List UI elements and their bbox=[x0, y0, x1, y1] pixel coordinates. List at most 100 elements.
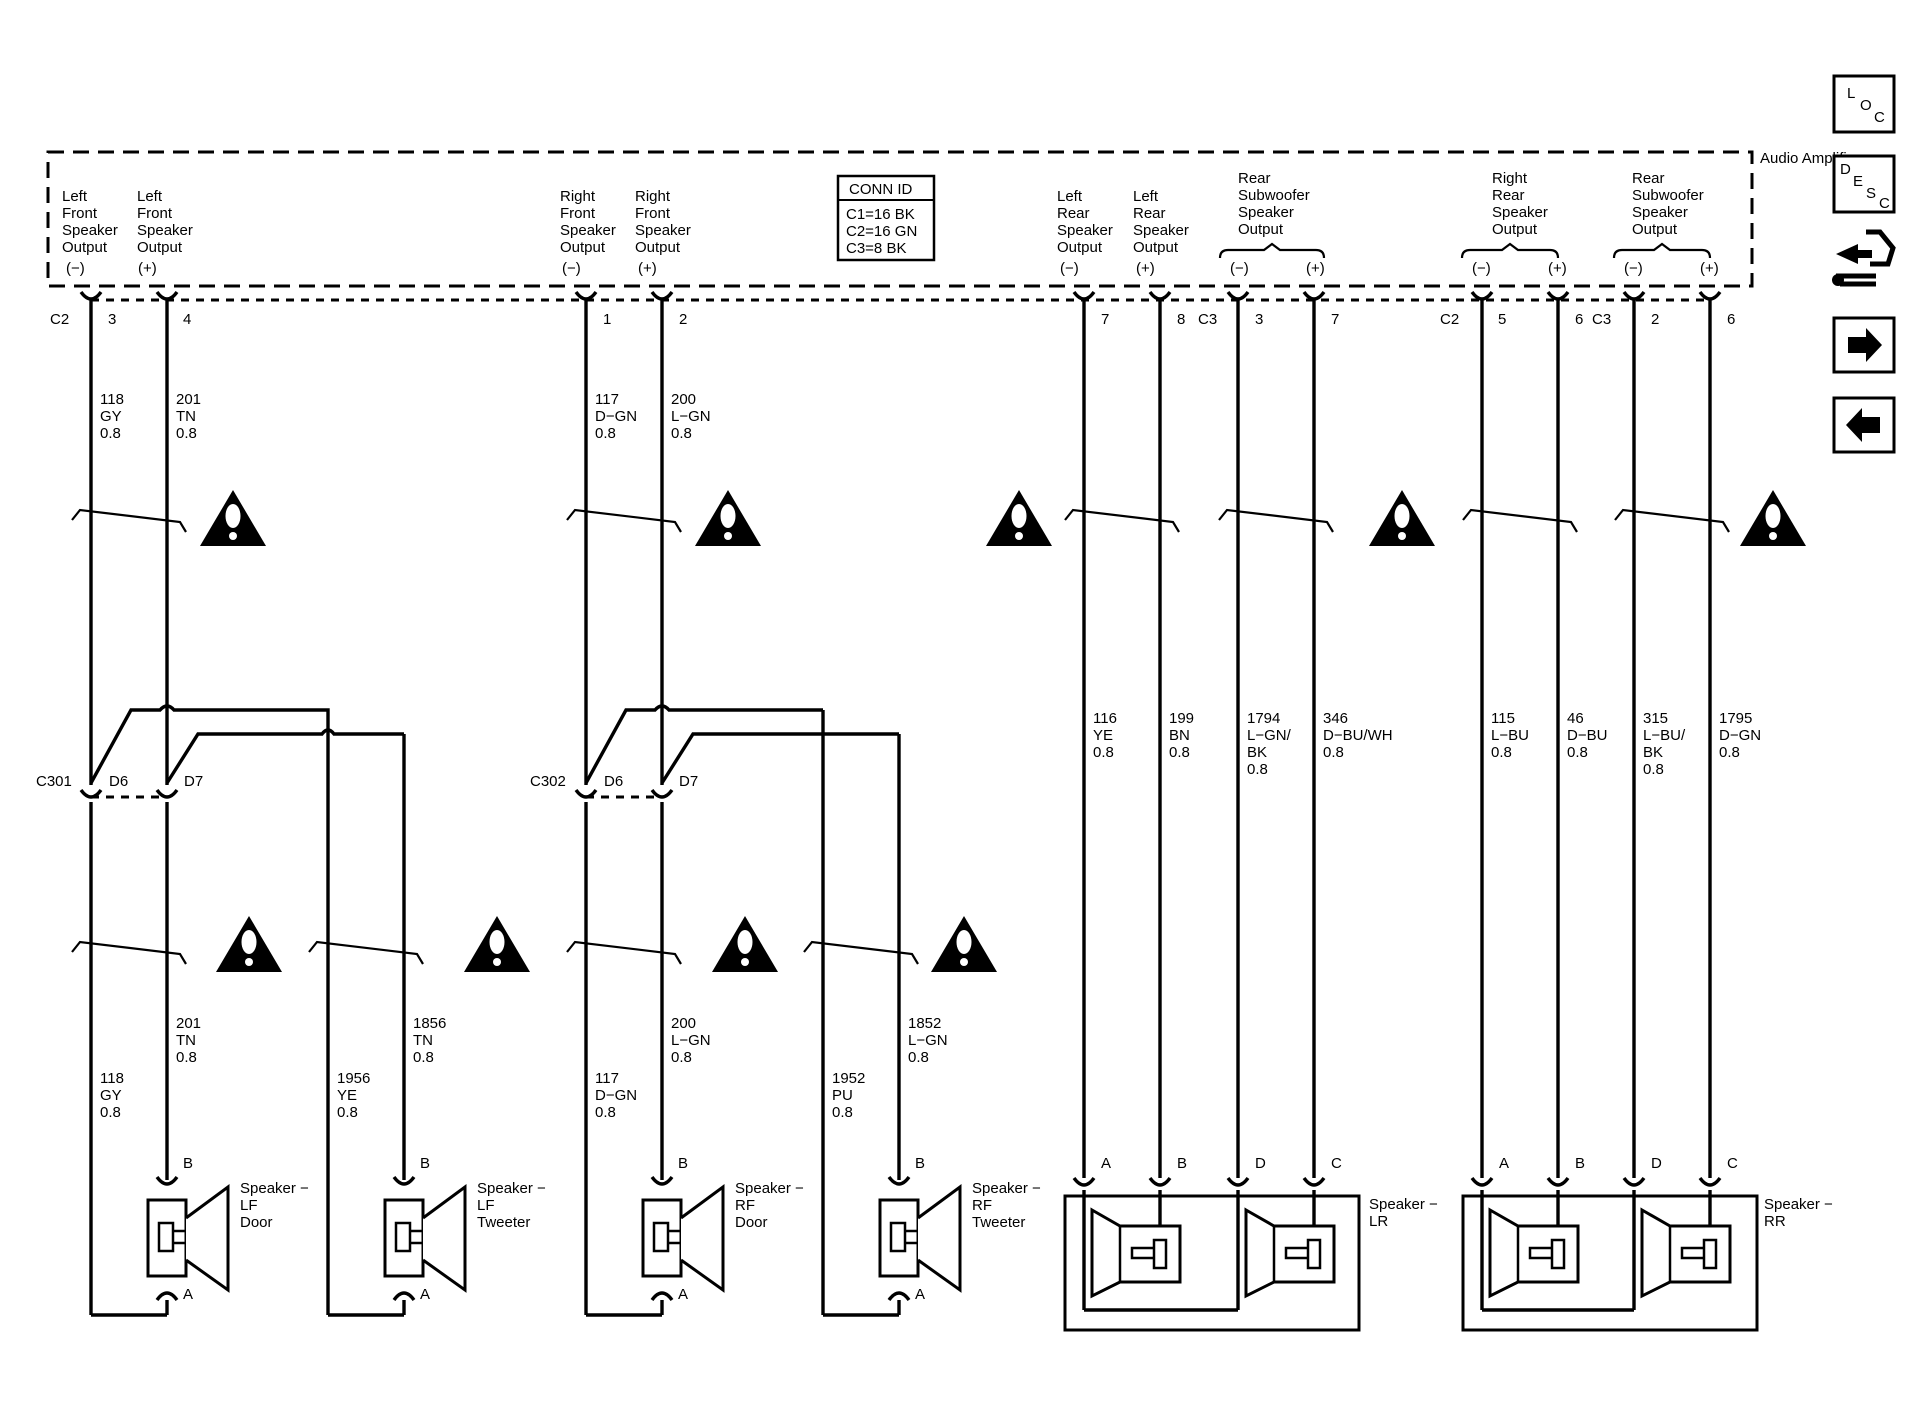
speaker-pin-label: D bbox=[1651, 1155, 1662, 1172]
speaker-pin-label: A bbox=[1499, 1155, 1509, 1172]
connector-c2-label: C2 bbox=[50, 311, 69, 328]
amplifier-pin-symbols bbox=[79, 290, 1722, 301]
pin-label: 2 bbox=[679, 311, 687, 328]
speaker-pin-label: B bbox=[420, 1155, 430, 1172]
cavity-d7-label: D7 bbox=[184, 773, 203, 790]
connector-c3-label: C3 bbox=[1592, 311, 1611, 328]
connector-end-view-icon[interactable] bbox=[1832, 229, 1896, 287]
pin-label: 6 bbox=[1575, 311, 1583, 328]
warning-icon bbox=[712, 916, 778, 972]
inline-connector-c301: C301 D6 D7 bbox=[36, 773, 203, 799]
speaker-pin-label: C bbox=[1727, 1155, 1738, 1172]
warning-icon bbox=[200, 490, 266, 546]
audio-amplifier-box bbox=[46, 150, 1754, 288]
pin-label: 7 bbox=[1101, 311, 1109, 328]
navigation-icons: L O C D E S C bbox=[1832, 74, 1896, 454]
warning-icon bbox=[986, 490, 1052, 546]
speaker-pin-label: B bbox=[1177, 1155, 1187, 1172]
speaker-pin-label: A bbox=[1101, 1155, 1111, 1172]
warning-icon bbox=[695, 490, 761, 546]
svg-text:C: C bbox=[1874, 109, 1885, 126]
speaker-pin-label: B bbox=[1575, 1155, 1585, 1172]
pin-label: 3 bbox=[108, 311, 116, 328]
speaker-pin-label: A bbox=[420, 1286, 430, 1303]
warning-icons bbox=[200, 490, 1806, 972]
previous-page-icon[interactable] bbox=[1832, 396, 1896, 454]
svg-text:O: O bbox=[1860, 97, 1872, 114]
next-page-icon[interactable] bbox=[1832, 316, 1896, 374]
warning-icon bbox=[216, 916, 282, 972]
warning-icon bbox=[1740, 490, 1806, 546]
speaker-pin-label: A bbox=[183, 1286, 193, 1303]
warning-icon bbox=[1369, 490, 1435, 546]
svg-text:E: E bbox=[1853, 173, 1863, 190]
speaker-pin-label: A bbox=[678, 1286, 688, 1303]
desc-icon[interactable]: D E S C bbox=[1832, 154, 1896, 214]
svg-text:S: S bbox=[1866, 185, 1876, 202]
twisted-pair-marks bbox=[71, 508, 1730, 965]
speaker-pin-label: B bbox=[915, 1155, 925, 1172]
speaker-pin-label: D bbox=[1255, 1155, 1266, 1172]
conn-id-c1: C1=16 BK bbox=[846, 206, 915, 223]
warning-icon bbox=[931, 916, 997, 972]
svg-text:L: L bbox=[1847, 85, 1855, 102]
speaker-rr: A B D C Speaker −RR bbox=[1461, 1155, 1833, 1332]
conn-id-box: CONN ID C1=16 BK C2=16 GN C3=8 BK bbox=[836, 174, 936, 262]
conn-id-c3: C3=8 BK bbox=[846, 240, 906, 257]
pin-label: 4 bbox=[183, 311, 191, 328]
inline-connector-c302: C302 D6 D7 bbox=[530, 773, 698, 799]
cavity-d7-label: D7 bbox=[679, 773, 698, 790]
speaker-pin-label: C bbox=[1331, 1155, 1342, 1172]
loc-icon[interactable]: L O C bbox=[1832, 74, 1896, 134]
pin-label: 7 bbox=[1331, 311, 1339, 328]
warning-icon bbox=[464, 916, 530, 972]
pin-label: 8 bbox=[1177, 311, 1185, 328]
speaker-label: Speaker −RR bbox=[1764, 1196, 1833, 1230]
connector-pin-labels: C2 3 4 1 2 7 8 C3 3 7 C2 5 6 C3 2 6 bbox=[50, 311, 1735, 328]
connector-c302-label: C302 bbox=[530, 773, 566, 790]
svg-text:D: D bbox=[1840, 161, 1851, 178]
pin-label: 2 bbox=[1651, 311, 1659, 328]
speaker-pin-label: B bbox=[183, 1155, 193, 1172]
pin-label: 6 bbox=[1727, 311, 1735, 328]
speaker-pin-label: B bbox=[678, 1155, 688, 1172]
speaker-pin-label: A bbox=[915, 1286, 925, 1303]
speaker-label: Speaker −LR bbox=[1369, 1196, 1438, 1230]
pin-label: 3 bbox=[1255, 311, 1263, 328]
conn-id-title: CONN ID bbox=[849, 181, 913, 198]
